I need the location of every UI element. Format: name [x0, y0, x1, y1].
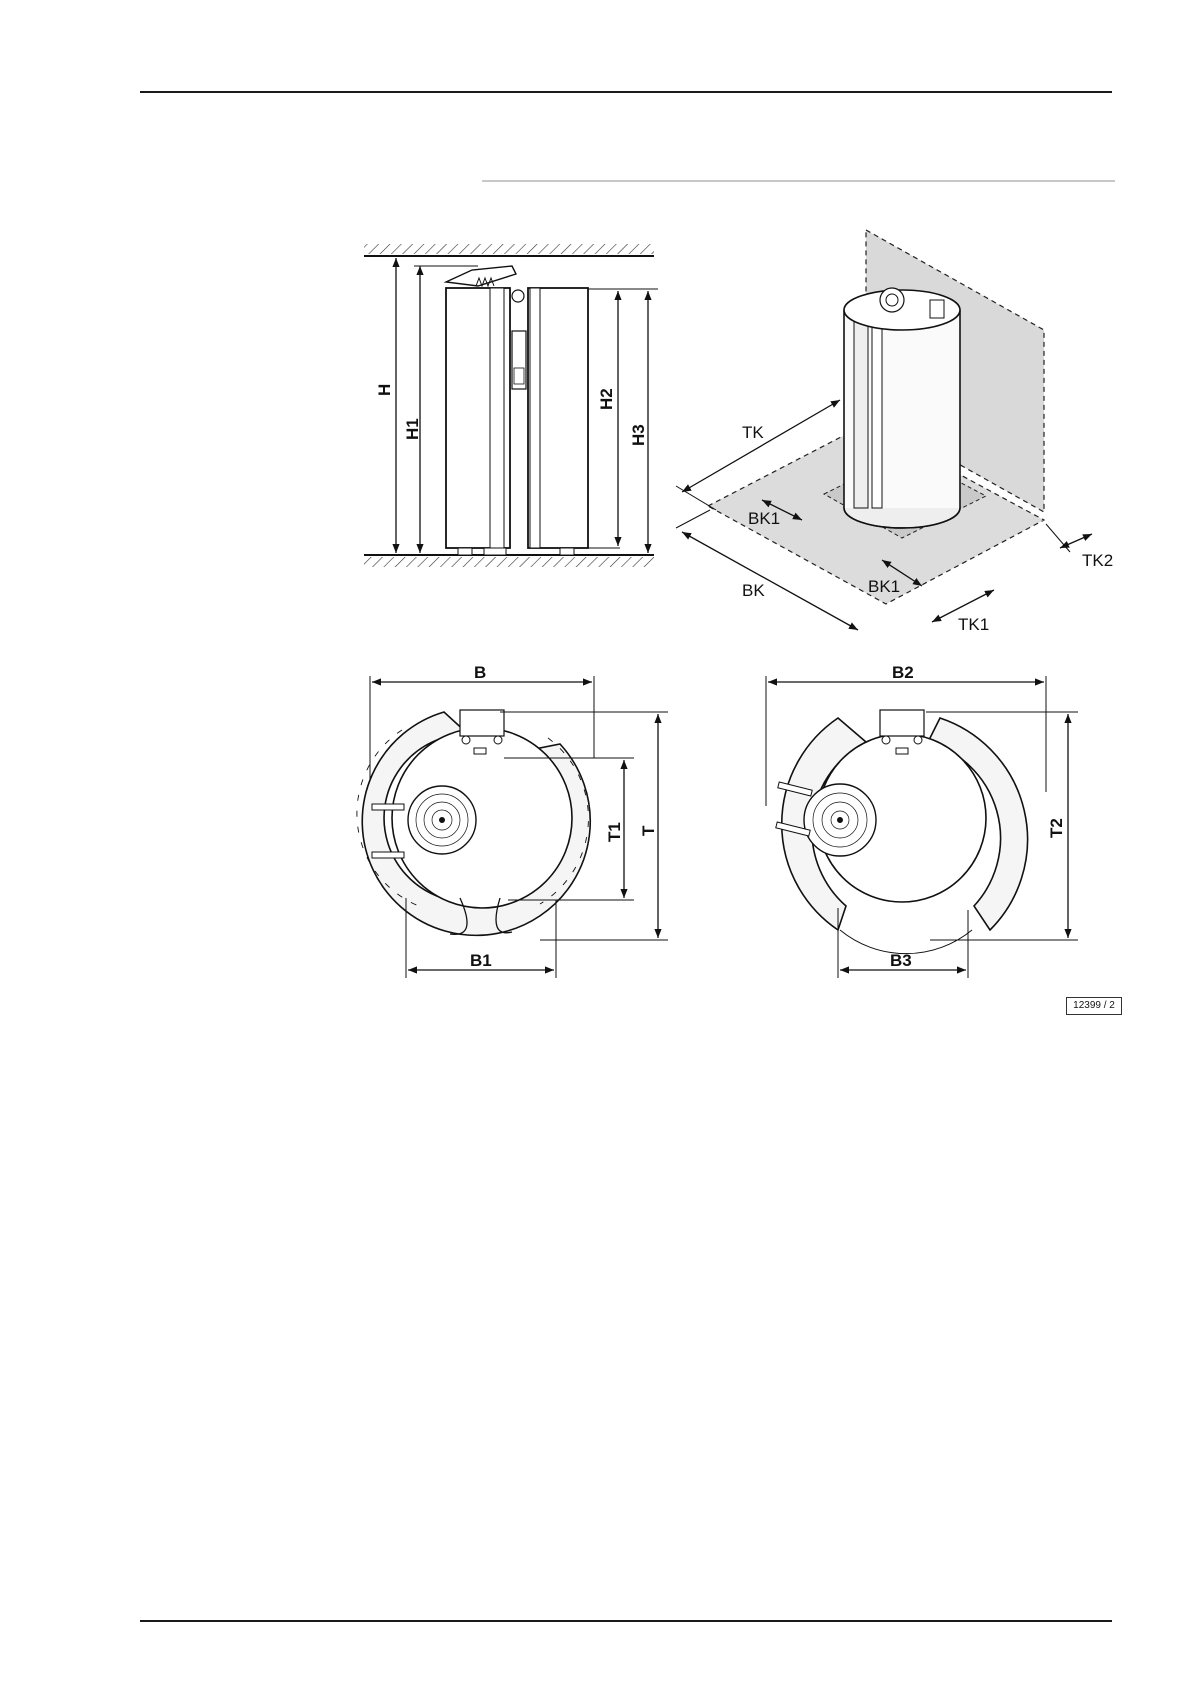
plan-view-open: B2 T2 B3 — [766, 663, 1078, 978]
dim-label-BK: BK — [742, 581, 765, 600]
dim-label-TK2: TK2 — [1082, 551, 1113, 570]
dim-label-T: T — [639, 825, 658, 836]
dim-label-H1: H1 — [403, 418, 422, 440]
dim-label-H: H — [375, 384, 394, 396]
dim-label-B3: B3 — [890, 951, 912, 970]
figure-reference: 12399 / 2 — [1066, 997, 1122, 1015]
dim-label-B1: B1 — [470, 951, 492, 970]
dim-label-T2: T2 — [1047, 818, 1066, 838]
dim-label-BK1-lower: BK1 — [868, 577, 900, 596]
front-view: H H1 H2 H3 — [364, 244, 658, 567]
isometric-view: TK BK1 BK BK1 TK1 TK2 — [676, 230, 1113, 634]
dim-label-H2: H2 — [597, 388, 616, 410]
dim-label-H3: H3 — [629, 424, 648, 446]
dim-label-BK1-upper: BK1 — [748, 509, 780, 528]
dim-label-T1: T1 — [605, 822, 624, 842]
dim-label-TK1: TK1 — [958, 615, 989, 634]
dim-label-TK: TK — [742, 423, 764, 442]
dim-label-B: B — [474, 663, 486, 682]
plan-view-closed: B T1 T B1 — [357, 663, 668, 978]
dim-label-B2: B2 — [892, 663, 914, 682]
